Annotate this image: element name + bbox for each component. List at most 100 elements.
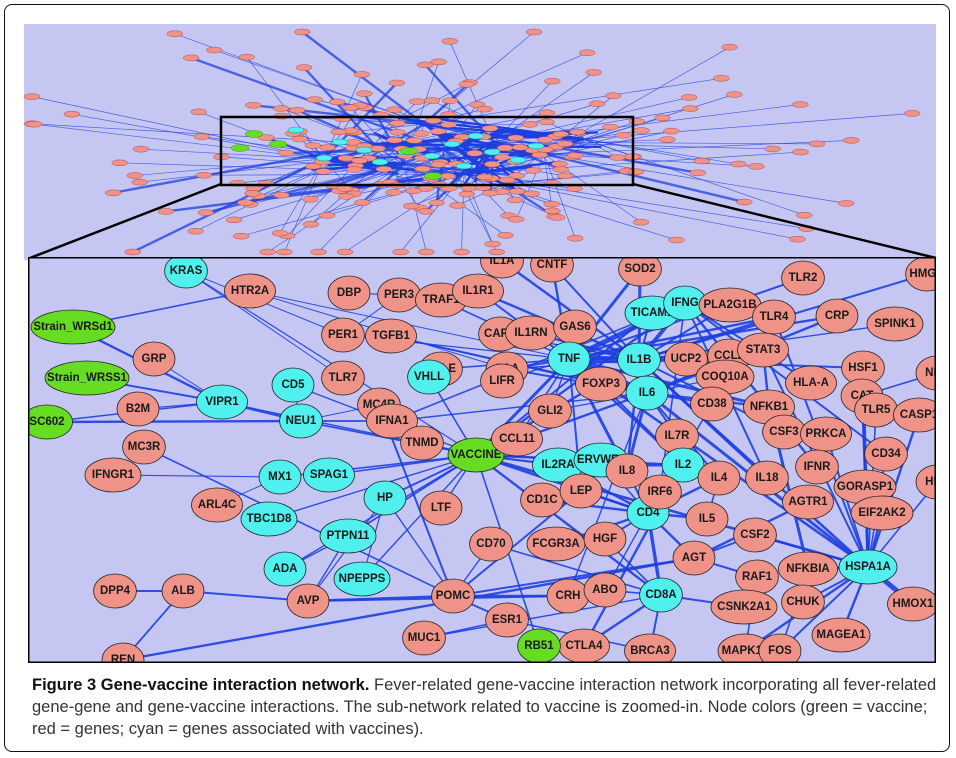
- node-hp[interactable]: HP: [363, 480, 407, 516]
- node-crp[interactable]: CRP: [815, 298, 859, 334]
- node-chuk[interactable]: CHUK: [781, 584, 825, 620]
- node-nlr[interactable]: NLR: [915, 355, 936, 391]
- node-cd38[interactable]: CD38: [690, 386, 734, 422]
- node-tlr2[interactable]: TLR2: [781, 260, 825, 296]
- node-sc602[interactable]: SC602: [28, 404, 73, 440]
- node-strain_wrsd1[interactable]: Strain_WRSd1: [30, 309, 116, 345]
- node-ptpn11[interactable]: PTPN11: [319, 518, 377, 554]
- node-ren[interactable]: REN: [101, 642, 145, 663]
- node-lifr[interactable]: LIFR: [480, 363, 524, 399]
- node-prkca[interactable]: PRKCA: [800, 416, 852, 452]
- node-il1rn[interactable]: IL1RN: [505, 315, 557, 351]
- node-ada[interactable]: ADA: [263, 551, 307, 587]
- node-cd1c[interactable]: CD1C: [520, 482, 564, 518]
- node-il5[interactable]: IL5: [685, 501, 729, 537]
- node-gorasp1[interactable]: GORASP1: [833, 469, 897, 505]
- node-gli2[interactable]: GLI2: [528, 393, 572, 429]
- node-coq10a[interactable]: COQ10A: [695, 359, 755, 395]
- node-il6[interactable]: IL6: [625, 375, 669, 411]
- node-il2[interactable]: IL2: [661, 447, 705, 483]
- node-sod2[interactable]: SOD2: [618, 257, 662, 287]
- node-esr1[interactable]: ESR1: [485, 602, 529, 638]
- node-lep[interactable]: LEP: [559, 473, 603, 509]
- node-tbc1d8[interactable]: TBC1D8: [240, 501, 298, 537]
- node-fos[interactable]: FOS: [758, 633, 802, 663]
- node-il1a[interactable]: IL1A: [480, 257, 524, 279]
- node-kras[interactable]: KRAS: [164, 257, 208, 289]
- node-gas6[interactable]: GAS6: [553, 309, 597, 345]
- node-ctla4[interactable]: CTLA4: [558, 628, 610, 663]
- node-ifng[interactable]: IFNG: [663, 285, 707, 321]
- node-strain_wrss1[interactable]: Strain_WRSS1: [44, 360, 130, 396]
- node-il2ra[interactable]: IL2RA: [532, 447, 584, 483]
- node-cd5[interactable]: CD5: [271, 367, 315, 403]
- node-ucp2[interactable]: UCP2: [664, 341, 708, 377]
- node-ifna1[interactable]: IFNA1: [366, 403, 418, 439]
- node-avp[interactable]: AVP: [286, 583, 330, 619]
- node-il1r1[interactable]: IL1R1: [452, 273, 504, 309]
- node-eif2ak2[interactable]: EIF2AK2: [850, 495, 914, 531]
- node-fcgr3a[interactable]: FCGR3A: [526, 526, 586, 562]
- node-raf1[interactable]: RAF1: [735, 559, 779, 595]
- node-brca3[interactable]: BRCA3: [624, 633, 676, 663]
- node-magea1[interactable]: MAGEA1: [811, 617, 871, 653]
- node-ltf[interactable]: LTF: [419, 490, 463, 526]
- node-pla2g1b[interactable]: PLA2G1B: [698, 287, 762, 323]
- node-hsf1[interactable]: HSF1: [841, 350, 885, 386]
- node-il7r[interactable]: IL7R: [655, 418, 699, 454]
- node-tlr4[interactable]: TLR4: [752, 299, 796, 335]
- node-grp[interactable]: GRP: [132, 341, 176, 377]
- node-vhll[interactable]: VHLL: [407, 359, 451, 395]
- node-npepps[interactable]: NPEPPS: [333, 561, 391, 597]
- node-foxp3[interactable]: FOXP3: [575, 366, 627, 402]
- node-cd70[interactable]: CD70: [469, 526, 513, 562]
- node-b2m[interactable]: B2M: [116, 391, 160, 427]
- node-hmox1[interactable]: HMOX1: [887, 586, 937, 622]
- node-mx1[interactable]: MX1: [258, 459, 302, 495]
- node-hla[interactable]: HLA: [915, 464, 936, 500]
- node-il8[interactable]: IL8: [605, 453, 649, 489]
- node-rb51[interactable]: RB51: [517, 628, 561, 663]
- node-il4[interactable]: IL4: [697, 460, 741, 496]
- node-hgf[interactable]: HGF: [583, 521, 627, 557]
- node-tlr7[interactable]: TLR7: [321, 360, 365, 396]
- node-tgfb1[interactable]: TGFB1: [365, 318, 417, 354]
- node-dbp[interactable]: DBP: [327, 275, 371, 311]
- node-tnmd[interactable]: TNMD: [400, 425, 444, 461]
- node-csnk2a1[interactable]: CSNK2A1: [710, 589, 778, 625]
- node-spag1[interactable]: SPAG1: [303, 457, 355, 493]
- node-cd8a[interactable]: CD8A: [639, 577, 683, 613]
- node-htr2a[interactable]: HTR2A: [224, 273, 276, 309]
- node-muc1[interactable]: MUC1: [402, 620, 446, 656]
- node-ccl11[interactable]: CCL11: [491, 421, 543, 457]
- node-vaccine[interactable]: VACCINE: [447, 437, 505, 473]
- node-per1[interactable]: PER1: [321, 317, 365, 353]
- node-tlr5[interactable]: TLR5: [854, 392, 898, 428]
- node-cntf[interactable]: CNTF: [530, 257, 574, 283]
- node-arl4c[interactable]: ARL4C: [191, 487, 243, 523]
- node-neu1[interactable]: NEU1: [279, 403, 323, 439]
- node-agt[interactable]: AGT: [672, 540, 716, 576]
- node-hspa1a[interactable]: HSPA1A: [838, 549, 898, 585]
- node-nfkbia[interactable]: NFKBIA: [778, 551, 839, 587]
- node-per3[interactable]: PER3: [377, 277, 421, 313]
- node-cd34[interactable]: CD34: [864, 436, 908, 472]
- node-dpp4[interactable]: DPP4: [93, 573, 137, 609]
- node-hmgb[interactable]: HMGB: [905, 257, 936, 292]
- node-il1b[interactable]: IL1B: [617, 342, 661, 378]
- node-ifngr1[interactable]: IFNGR1: [84, 457, 142, 493]
- node-csf3[interactable]: CSF3: [762, 414, 806, 450]
- node-vipr1[interactable]: VIPR1: [196, 384, 248, 420]
- node-mapk14[interactable]: MAPK14: [717, 633, 773, 663]
- node-crh[interactable]: CRH: [546, 578, 590, 614]
- node-mc3r[interactable]: MC3R: [122, 429, 166, 465]
- node-il18[interactable]: IL18: [745, 460, 789, 496]
- node-alb[interactable]: ALB: [161, 573, 205, 609]
- node-abo[interactable]: ABO: [583, 572, 627, 608]
- node-casp1[interactable]: CASP1: [893, 397, 937, 433]
- node-tnf[interactable]: TNF: [547, 341, 591, 377]
- node-stat3[interactable]: STAT3: [737, 332, 789, 368]
- node-hla-a[interactable]: HLA-A: [785, 365, 837, 401]
- node-csf2[interactable]: CSF2: [733, 517, 777, 553]
- node-agtr1[interactable]: AGTR1: [782, 484, 834, 520]
